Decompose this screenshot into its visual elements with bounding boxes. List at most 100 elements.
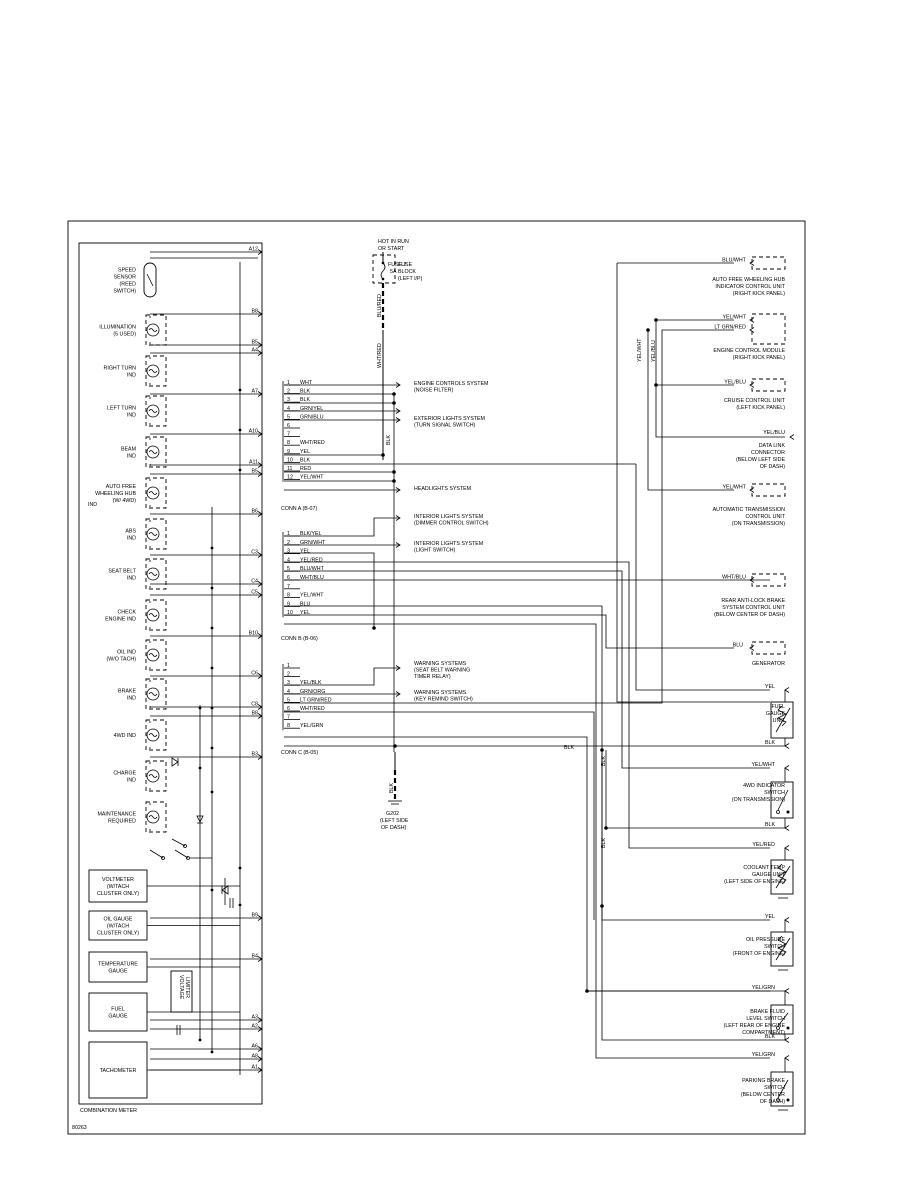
connector-pin-number: 10 xyxy=(287,457,293,463)
component-wire-color: YEL xyxy=(765,684,775,690)
connector-pin-number: 3 xyxy=(287,680,290,686)
yel-wht-vertical-label: YEL/WHT xyxy=(637,338,643,362)
component-label: PARKING BRAKE xyxy=(742,1078,785,1084)
meter-pin-label: B10 xyxy=(249,631,258,637)
splice-dot xyxy=(585,989,589,993)
component-label: AUTOMATIC TRANSMISSION xyxy=(713,507,786,513)
system-ref-label: WARNING SYSTEMS xyxy=(414,661,467,667)
gauge-label: CLUSTER ONLY) xyxy=(97,931,139,937)
meter-pin-label: C8 xyxy=(251,702,258,708)
component-connector xyxy=(751,256,786,270)
component-label: FUEL xyxy=(771,704,785,710)
meter-item-label: REQUIRED xyxy=(108,819,136,825)
figure-number: 80263 xyxy=(72,1125,87,1131)
meter-item-label: (REED xyxy=(120,282,137,288)
bulb-symbol xyxy=(146,486,160,500)
component-label: (RIGHT KICK PANEL) xyxy=(733,291,785,297)
meter-item-label: (5 USED) xyxy=(113,332,136,338)
component-label: ENGINE CONTROL MODULE xyxy=(713,348,785,354)
connector-pin-number: 9 xyxy=(287,449,290,455)
connector-pin-number: 7 xyxy=(287,432,290,438)
meter-item-label: 4WD IND xyxy=(114,733,137,739)
connector-wire-color: LT GRN/RED xyxy=(300,697,332,703)
meter-item-label: CHECK xyxy=(117,610,136,616)
meter-item-label: AUTO FREE xyxy=(106,484,137,490)
harness-wire xyxy=(655,320,785,438)
component-label: SWITCH xyxy=(764,1085,785,1091)
connector-pin-number: 2 xyxy=(287,672,290,678)
component-label: SWITCH xyxy=(764,944,785,950)
meter-pin-label: C5 xyxy=(251,590,258,596)
system-ref-label: INTERIOR LIGHTS SYSTEM xyxy=(414,541,483,547)
fuse-lower-wire-color: WHT/RED xyxy=(377,343,383,368)
component-label: INDICATOR CONTROL UNIT xyxy=(715,284,785,290)
gauge-label: TACHOMETER xyxy=(100,1068,137,1074)
connector-pin-number: 8 xyxy=(287,723,290,729)
meter-pin-label: B9 xyxy=(252,913,259,919)
blk-center-label: BLK xyxy=(386,435,392,445)
connector-pin-number: 3 xyxy=(287,549,290,555)
bulb-symbol xyxy=(146,608,160,622)
system-ref: INTERIOR LIGHTS SYSTEM(LIGHT SWITCH) xyxy=(414,541,483,554)
meter-pin-label: A4 xyxy=(252,348,259,354)
component-label: COOLANT TEMP xyxy=(743,865,785,871)
gauge-box xyxy=(88,869,148,903)
bulb-symbol xyxy=(146,364,160,378)
connector-wire-color: YEL xyxy=(300,549,310,555)
component-wire-color: BLK xyxy=(765,1034,775,1040)
harness-wire xyxy=(647,330,734,491)
harness-wire xyxy=(284,561,770,849)
connector-pin-number: 6 xyxy=(287,706,290,712)
component-label: OF DASH) xyxy=(760,1099,786,1105)
bulb-symbol xyxy=(146,527,160,541)
splice-dot xyxy=(392,401,396,405)
component-label: AUTO FREE WHEELING HUB xyxy=(712,277,785,283)
gauge-label: OIL GAUGE xyxy=(104,917,133,923)
meter-pin-label: A8 xyxy=(252,1054,259,1060)
connector-pin-number: 1 xyxy=(287,663,290,669)
meter-item-extra: IND xyxy=(88,502,97,508)
gauge-box xyxy=(88,951,148,983)
connector-label: CONN A (B-07) xyxy=(281,506,317,512)
voltage-limiter-line-2: LIMITER xyxy=(184,977,190,998)
component-label: OF DASH) xyxy=(760,464,786,470)
connector-wire-color: GRN/ORG xyxy=(300,689,325,695)
meter-pin-label: A10 xyxy=(249,429,258,435)
splice-dot xyxy=(654,318,658,322)
connector-wire-color: BLU xyxy=(300,601,310,607)
connector-pin-number: 9 xyxy=(287,601,290,607)
connector-wire-color: YEL xyxy=(300,449,310,455)
component-label: (BELOW CENTER xyxy=(741,1092,785,1098)
connector-pin-number: 8 xyxy=(287,440,290,446)
harness-wire xyxy=(616,263,770,703)
gauge-label: (W/TACH xyxy=(107,884,129,890)
component-connector xyxy=(751,378,786,392)
meter-item-label: LEFT TURN xyxy=(107,406,136,412)
connector-wire-color: BLK/YEL xyxy=(300,531,322,537)
meter-pin-label: C3 xyxy=(251,550,258,556)
system-ref-label: (LIGHT SWITCH) xyxy=(414,548,456,554)
component-label: LEVEL SWITCH xyxy=(746,1016,785,1022)
meter-item-label: IND xyxy=(127,413,136,419)
gauge-label: TEMPERATURE xyxy=(98,962,138,968)
voltage-limiter-line-1: VOLTAGE xyxy=(178,975,184,1000)
meter-pin-label: A7 xyxy=(252,389,259,395)
connector-pin-number: 4 xyxy=(287,557,290,563)
harness-wire xyxy=(284,667,400,686)
gauge-label: VOLTMETER xyxy=(102,877,134,883)
system-ref-label: HEADLIGHTS SYSTEM xyxy=(414,486,471,492)
system-ref: ENGINE CONTROLS SYSTEM(NOISE FILTER) xyxy=(414,381,488,394)
component-wire-color: LT GRN/RED xyxy=(714,325,746,331)
meter-pin-label: A12 xyxy=(249,247,258,253)
system-ref-label: INTERIOR LIGHTS SYSTEM xyxy=(414,514,483,520)
splice-dot xyxy=(646,328,650,332)
